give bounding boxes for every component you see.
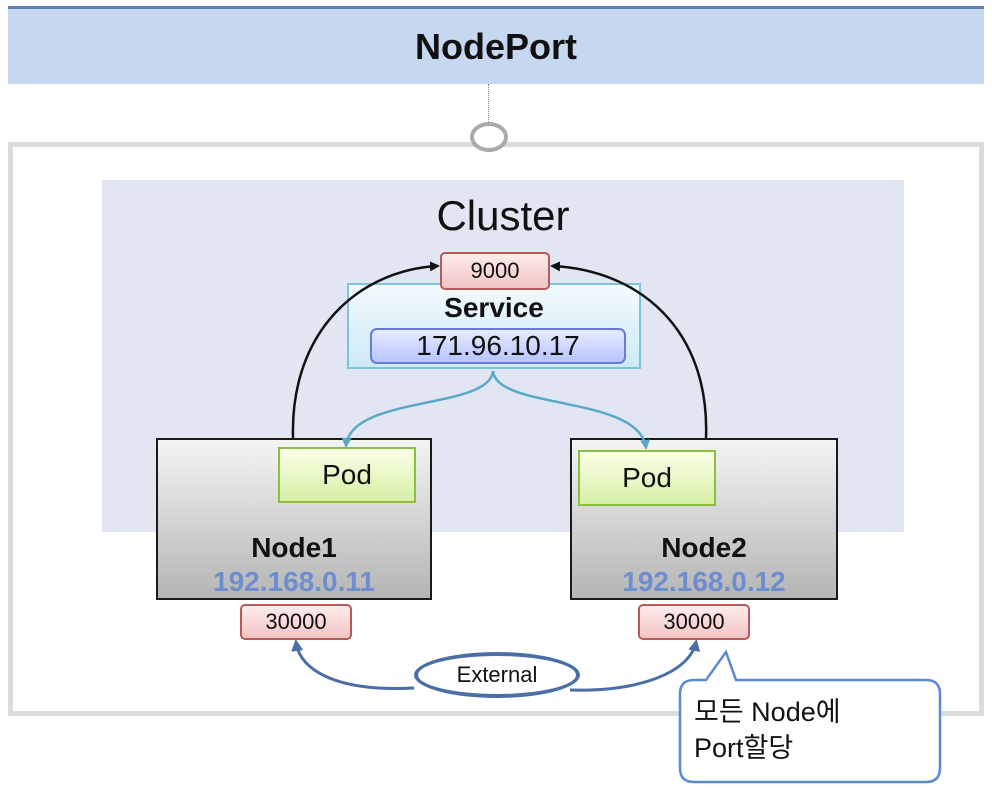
service-port: 9000	[440, 252, 550, 290]
service-to-pod-1-arrow	[341, 370, 495, 448]
service-ip: 171.96.10.17	[370, 328, 626, 364]
service-to-pod-2-arrow	[491, 370, 651, 450]
node-1-ip: 192.168.0.11	[213, 566, 375, 597]
node-1-name: Node1	[251, 532, 337, 563]
callout-bubble	[678, 649, 942, 784]
title-connector	[488, 84, 489, 124]
node-2-pod: Pod	[578, 450, 716, 506]
node-1-to-service-port-arrow	[291, 261, 440, 439]
callout-line-2: Port할당	[694, 733, 794, 763]
external-to-node-1-port-arrow	[291, 639, 415, 691]
node-2-to-service-port-arrow	[550, 261, 708, 439]
node-2-port: 30000	[638, 604, 750, 640]
node-1-pod: Pod	[278, 447, 416, 503]
node-1-port: 30000	[240, 604, 352, 640]
service-label: Service	[444, 292, 544, 323]
node-2-ip: 192.168.0.12	[622, 566, 786, 597]
frame-knob	[470, 122, 508, 152]
cluster-label: Cluster	[436, 192, 570, 239]
page-title: NodePort	[8, 6, 984, 84]
callout-line-1: 모든 Node에	[694, 697, 841, 727]
callout-text: 모든 Node에 Port할당	[694, 694, 934, 766]
node-2-name: Node2	[661, 532, 747, 563]
external-client: External	[414, 652, 580, 698]
external-to-node-2-port-arrow	[569, 639, 701, 692]
